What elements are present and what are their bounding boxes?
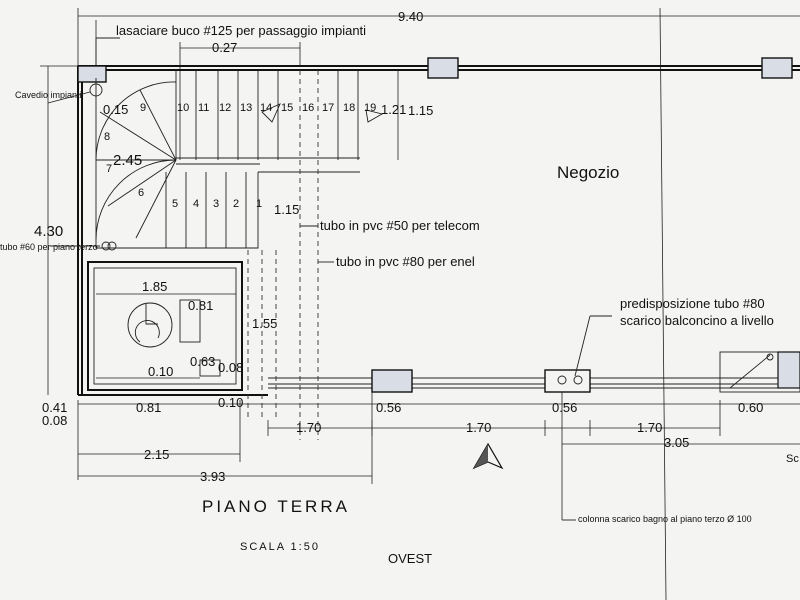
step-6: 6	[138, 187, 144, 199]
dim-pillar-b: 0.56	[552, 400, 577, 415]
step-7: 7	[106, 163, 112, 175]
dim-shaft-gap: 0.15	[103, 102, 128, 117]
pillar-top-left	[77, 65, 107, 83]
dim-right-span: 1.70	[637, 420, 662, 435]
step-16: 16	[302, 102, 314, 114]
north-arrow-icon	[472, 442, 504, 470]
orientation-label: OVEST	[388, 551, 432, 566]
step-12: 12	[219, 102, 231, 114]
dim-span-305: 3.05	[664, 435, 689, 450]
dim-stair-width: 2.45	[113, 152, 142, 169]
step-4: 4	[193, 198, 199, 210]
room-shop-label: Negozio	[557, 163, 619, 182]
step-8: 8	[104, 131, 110, 143]
note-hole: lasaciare buco #125 per passaggio impian…	[116, 23, 366, 38]
dim-overall-width: 9.40	[398, 9, 423, 24]
dim-wc-inner: 0.81	[188, 298, 213, 313]
shaft-circle	[89, 83, 103, 97]
drain-column-circle-b	[573, 375, 583, 385]
dim-wc-width: 1.85	[142, 279, 167, 294]
dim-span-393: 3.93	[200, 469, 225, 484]
pillar-top-right	[761, 57, 793, 79]
step-5: 5	[172, 198, 178, 210]
dim-wc-base: 0.10	[148, 364, 173, 379]
step-3: 3	[213, 198, 219, 210]
wc-room	[87, 261, 243, 391]
dim-landing-b: 1.15	[408, 103, 433, 118]
overall-width-dimension: 9.40	[77, 7, 800, 600]
dim-mid-span: 1.70	[466, 420, 491, 435]
step-10: 10	[177, 102, 189, 114]
dim-pillar-a: 0.56	[376, 400, 401, 415]
step-1: 1	[256, 198, 262, 210]
dim-bottom-b: 0.10	[218, 395, 243, 410]
step-19: 19	[364, 102, 376, 114]
dim-height-total: 4.30	[34, 223, 63, 240]
dim-span-215: 2.15	[144, 447, 169, 462]
step-15: 15	[281, 102, 293, 114]
note-column: colonna scarico bagno al piano terzo Ø 1…	[578, 514, 752, 524]
dim-stair-offset: 0.27	[212, 40, 237, 55]
step-9: 9	[140, 102, 146, 114]
dim-bottom-a: 0.81	[136, 400, 161, 415]
drawing-title: Piano Terra	[202, 497, 350, 516]
step-11: 11	[198, 102, 209, 114]
accessible-toilet-circle	[127, 302, 173, 348]
note-tube-left: tubo #60 per piano terzo	[0, 242, 98, 252]
dim-right-a: 0.60	[738, 400, 763, 415]
wheelchair-icon	[134, 304, 160, 343]
step-18: 18	[343, 102, 355, 114]
dim-landing-c: 1.15	[274, 202, 299, 217]
drawing-scale: scala 1:50	[240, 541, 320, 553]
dim-wc-wall: 0.08	[218, 360, 243, 375]
step-2: 2	[233, 198, 239, 210]
dim-landing-a: 1.21	[381, 102, 406, 117]
drain-column-circle-a	[557, 375, 567, 385]
pillar-top-middle	[427, 57, 459, 79]
dim-wc-small: 0.63	[190, 354, 215, 369]
dim-bottom-c: 1.70	[296, 420, 321, 435]
pillar-bottom-b	[544, 369, 591, 393]
dim-left-a: 0.41	[42, 400, 67, 415]
step-17: 17	[322, 102, 334, 114]
step-14: 14	[260, 102, 272, 114]
staircase	[95, 70, 384, 440]
dim-wc-depth: 1.55	[252, 316, 277, 331]
note-right-cut: Sc al l	[786, 453, 800, 465]
balcony-right	[719, 351, 800, 393]
note-enel: tubo in pvc #80 per enel	[336, 254, 475, 269]
pillar-bottom-a	[371, 369, 413, 393]
dim-left-b: 0.08	[42, 413, 67, 428]
step-13: 13	[240, 102, 252, 114]
note-telecom: tubo in pvc #50 per telecom	[320, 218, 480, 233]
